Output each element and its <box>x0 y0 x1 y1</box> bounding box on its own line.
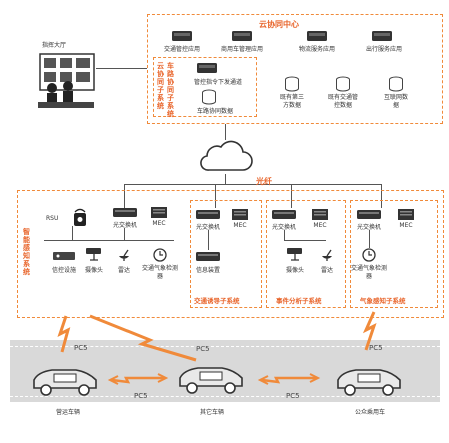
control-hall-icon <box>38 53 95 108</box>
mec-icon <box>398 209 414 220</box>
connector <box>291 184 292 208</box>
camera-icon <box>86 248 101 261</box>
switch-icon <box>357 210 381 219</box>
device-bus <box>44 240 174 241</box>
connector <box>124 184 125 208</box>
rsu-icon <box>74 208 86 226</box>
database-icon <box>285 76 299 92</box>
road-edge <box>10 396 440 397</box>
event-subsystem-title: 事件分析子系统 <box>276 297 322 305</box>
device-label: 摄像头 <box>285 267 305 274</box>
switch-label: 光交换机 <box>271 224 297 231</box>
pc5-label: PC5 <box>74 344 88 352</box>
fiber-bus <box>124 184 382 185</box>
device-label: 信控设施 <box>51 267 77 274</box>
weather-subsystem-frame <box>350 200 438 308</box>
weather-detector-icon <box>153 248 167 262</box>
app-label: 交通管控应用 <box>163 46 201 53</box>
vehicle-label: 公众乘用车 <box>354 409 386 416</box>
db-label: 互联网数据 <box>383 94 408 109</box>
device-label: 摄像头 <box>84 267 104 274</box>
db-label: 既有第三方数据 <box>279 94 304 109</box>
app-label: 出行服务应用 <box>365 46 403 53</box>
db-label: 车路协同数据 <box>196 108 234 115</box>
road-edge <box>10 346 440 347</box>
connector <box>124 228 125 240</box>
database-icon <box>202 89 216 105</box>
connector <box>225 124 226 140</box>
device-label: 信息装置 <box>195 267 221 274</box>
device-label: 交通气象检测器 <box>350 265 387 280</box>
switch-icon <box>196 210 220 219</box>
perception-title: 智能感知系统 <box>23 228 30 276</box>
car-icon <box>337 369 401 396</box>
rsu-label: RSU <box>46 215 59 222</box>
info-device-icon <box>196 252 220 261</box>
database-icon <box>336 76 350 92</box>
radar-icon <box>322 249 332 261</box>
fiber-label: 光纤 <box>256 177 272 186</box>
pc5-label: PC5 <box>196 345 210 353</box>
signal-controller-icon <box>53 252 75 260</box>
app-label: 商用车管理应用 <box>220 46 264 53</box>
cloud-icon <box>200 140 253 171</box>
guidance-subsystem-title: 交通诱导子系统 <box>194 297 240 305</box>
event-subsystem-frame <box>266 200 346 308</box>
control-hall-label: 指挥大厅 <box>42 42 67 49</box>
mec-icon <box>232 209 248 220</box>
app-label: 物流服务应用 <box>298 46 336 53</box>
mec-label: MEC <box>399 222 413 229</box>
pc5-label: PC5 <box>286 392 300 400</box>
server-icon <box>232 31 252 41</box>
cloud-center-frame <box>147 14 443 124</box>
device-label: 交通气象检测器 <box>141 265 178 280</box>
connector <box>215 184 216 208</box>
vehicle-label: 营运车辆 <box>55 409 81 416</box>
mec-label: MEC <box>313 222 327 229</box>
mec-icon <box>151 207 167 218</box>
database-icon <box>389 76 403 92</box>
car-icon <box>179 367 243 394</box>
connector <box>72 226 73 240</box>
connector <box>381 184 382 208</box>
control-hall: 指挥大厅 <box>38 28 96 110</box>
pc5-label: PC5 <box>369 344 383 352</box>
mec-label: MEC <box>233 222 247 229</box>
db-label: 既有交通管控数据 <box>327 94 358 109</box>
switch-icon <box>113 208 137 217</box>
device-label: 雷达 <box>320 267 334 274</box>
guidance-subsystem-frame <box>190 200 262 308</box>
weather-detector-icon <box>362 248 376 262</box>
switch-icon <box>272 210 296 219</box>
cloud-subsystem-title: 车路协同子系统 <box>167 62 174 118</box>
server-icon <box>372 31 392 41</box>
connector <box>369 230 370 248</box>
server-icon <box>172 31 192 41</box>
vehicle-label: 其它车辆 <box>199 409 225 416</box>
weather-subsystem-title: 气象感知子系统 <box>360 297 406 305</box>
dispatch-label: 管控指令下发通道 <box>193 79 243 86</box>
cloud-subsystem-title-outer: 云协同子系统 <box>157 62 164 110</box>
camera-icon <box>287 248 302 261</box>
perception-frame <box>17 190 444 318</box>
mec-label: MEC <box>152 220 166 227</box>
car-icon <box>33 369 97 396</box>
switch-label: 光交换机 <box>112 222 138 229</box>
connector <box>96 68 147 69</box>
server-icon <box>197 63 217 73</box>
device-bus <box>284 240 326 241</box>
connector <box>208 230 209 250</box>
switch-label: 光交换机 <box>356 224 382 231</box>
mec-icon <box>312 209 328 220</box>
cloud-subsystem-frame <box>153 57 257 117</box>
switch-label: 光交换机 <box>195 224 221 231</box>
cloud-center-title: 云协同中心 <box>259 20 299 29</box>
connector <box>225 174 226 184</box>
radar-icon <box>119 249 129 261</box>
pc5-label: PC5 <box>134 392 148 400</box>
server-icon <box>307 31 327 41</box>
device-label: 雷达 <box>117 267 131 274</box>
connector <box>284 230 285 240</box>
